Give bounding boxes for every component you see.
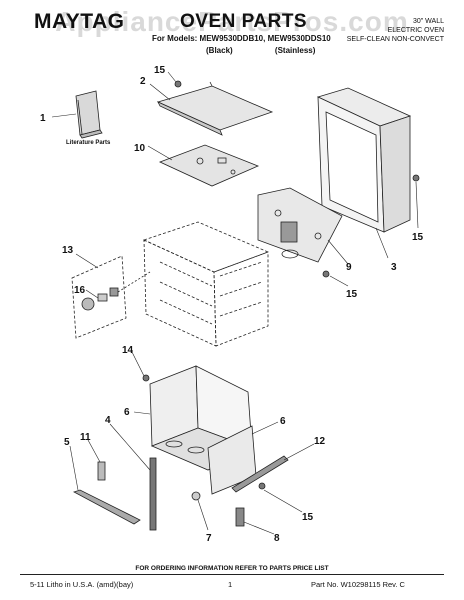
screw-15b [412, 174, 420, 182]
callout-6b: 6 [280, 416, 286, 427]
variant-line: (Black) (Stainless) [206, 46, 355, 55]
footer-rule [20, 574, 444, 575]
callout-13: 13 [62, 245, 74, 256]
variant-black: (Black) [206, 46, 233, 55]
slide-rail-part [231, 455, 289, 493]
callout-1: 1 [40, 113, 46, 124]
screw-15a [174, 80, 182, 88]
top-panel-part [156, 81, 274, 136]
callout-15c: 15 [346, 289, 358, 300]
small-bracket-part [97, 461, 106, 481]
page-number: 1 [228, 580, 233, 589]
callout-12: 12 [314, 436, 326, 447]
bottom-pan-part [149, 365, 257, 495]
callout-6a: 6 [124, 407, 130, 418]
oven-cavity-outline [142, 221, 270, 347]
callout-10: 10 [134, 143, 146, 154]
literature-label: Literature Parts [66, 140, 111, 146]
callout-8: 8 [274, 533, 280, 544]
callout-2: 2 [140, 76, 146, 87]
product-line-2: ELECTRIC OVEN [387, 27, 444, 34]
callout-11: 11 [80, 432, 91, 443]
models-line: For Models: MEW9530DDB10, MEW9530DDS10 [152, 34, 331, 43]
product-line-3: SELF-CLEAN NON-CONVECT [346, 36, 444, 43]
page-title: OVEN PARTS [180, 11, 308, 32]
trim-strip-part [72, 489, 141, 525]
thermostat-detail-group [71, 255, 151, 339]
leader-lines [51, 71, 419, 535]
callout-16: 16 [74, 285, 86, 296]
product-description: 30" WALL ELECTRIC OVEN SELF-CLEAN NON-CO… [332, 17, 444, 44]
part-number: Part No. W10298115 Rev. C [311, 580, 405, 589]
callout-3: 3 [391, 262, 397, 273]
callout-15d: 15 [302, 512, 314, 523]
variant-stainless: (Stainless) [274, 46, 316, 55]
callout-14: 14 [122, 345, 134, 356]
insulation-panel-part [158, 144, 260, 187]
callout-15b: 15 [412, 232, 424, 243]
callout-9: 9 [346, 262, 352, 273]
cabinet-wrap-part [316, 87, 412, 233]
callout-4: 4 [105, 415, 111, 426]
callout-15a: 15 [154, 65, 166, 76]
vertical-rail-part [149, 457, 157, 531]
screw-15d [258, 482, 266, 490]
plug-part [191, 491, 201, 501]
screw-14 [142, 374, 150, 382]
literature-book-part [75, 90, 103, 139]
ordering-note: FOR ORDERING INFORMATION REFER TO PARTS … [135, 565, 329, 572]
product-line-1: 30" WALL [412, 18, 444, 25]
callout-5: 5 [64, 437, 70, 448]
callout-7: 7 [206, 533, 212, 544]
screw-15c [322, 270, 330, 278]
brand-logo: MAYTAG [34, 10, 125, 33]
clip-part [235, 507, 245, 527]
litho-note: 5-11 Litho in U.S.A. (amd)(bay) [30, 580, 134, 589]
rear-panel-part [257, 187, 343, 263]
